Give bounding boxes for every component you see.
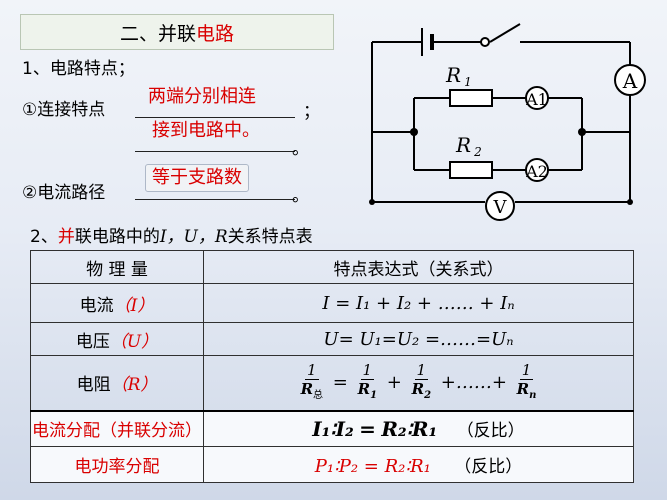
feature2-blank	[135, 198, 295, 200]
voltage-label-cell: 电压（U）	[30, 322, 204, 356]
table-row-voltage: 电压（U） U= U₁=U₂ =……=Uₙ	[30, 322, 634, 356]
power-split-expr-cell: P₁∶P₂ = R₂∶R₁ （反比）	[203, 446, 634, 483]
section2-heading: 2、并联电路中的I，U，R关系特点表	[30, 222, 313, 247]
junction-left	[410, 128, 418, 136]
switch-blade	[489, 23, 521, 43]
header-col2: 特点表达式（关系式）	[203, 250, 634, 284]
feature2-after: 。	[292, 186, 309, 206]
page-title: 二、并联电路	[20, 14, 334, 50]
switch-contact	[480, 37, 490, 47]
resistance-label: 电阻	[76, 375, 111, 396]
voltage-sym: （U）	[109, 331, 159, 352]
res-plus: +	[386, 371, 402, 393]
res-plus-dots: +……+	[440, 371, 507, 393]
label-a1: A1	[525, 90, 548, 109]
feature1-after1: ；	[303, 102, 320, 122]
current-split-expr-cell: I₁∶I₂ = R₂∶R₁ （反比）	[203, 409, 634, 447]
table-row-current-split: 电流分配（并联分流） I₁∶I₂ = R₂∶R₁ （反比）	[30, 409, 634, 447]
title-part2: 电路	[196, 22, 235, 45]
current-label: 电流	[79, 295, 114, 316]
resistance-sym: （R）	[110, 375, 158, 396]
ammeter-a	[614, 64, 646, 96]
current-split-eq: =	[359, 417, 376, 442]
voltage-expr: U= U₁=U₂ =……=Uₙ	[203, 322, 634, 356]
feature2-label: ②电流路径	[22, 183, 106, 203]
current-split-note: （反比）	[456, 421, 525, 442]
junction-right	[578, 128, 586, 136]
section2-suffix: 关系特点表	[227, 227, 313, 247]
table-header-row: 物 理 量 特点表达式（关系式）	[30, 250, 634, 284]
current-label-cell: 电流（I）	[30, 283, 204, 323]
junction-bottom-left	[369, 199, 375, 205]
feature2-answer: 等于支路数	[145, 164, 249, 192]
current-split-right: R₂∶R₁	[381, 417, 438, 442]
ammeter-a1	[525, 86, 549, 110]
section2-vars: I，U，R	[159, 227, 228, 247]
label-a2: A2	[525, 162, 548, 181]
power-split-note: （反比）	[454, 457, 523, 477]
current-sym: （I）	[113, 295, 155, 316]
section2-prefix: 2、	[30, 227, 58, 247]
power-split-label: 电功率分配	[30, 446, 204, 483]
feature1-blank2	[135, 150, 295, 152]
label-v: V	[493, 197, 508, 218]
feature1-answer2: 接到电路中。	[152, 120, 260, 141]
res-eq: =	[332, 371, 348, 393]
feature1-label: ①连接特点	[22, 100, 106, 120]
header-col1: 物 理 量	[30, 250, 204, 284]
title-part1: 二、并联	[119, 22, 196, 45]
feature1-blank1	[135, 116, 295, 118]
resistance-label-cell: 电阻（R）	[30, 355, 204, 411]
current-expr: I = I₁ + I₂ + …… + Iₙ	[203, 283, 634, 323]
resistor-r1	[449, 89, 493, 107]
power-split-expr: P₁∶P₂ = R₂∶R₁	[314, 456, 431, 477]
feature1-after2: 。	[292, 139, 309, 159]
resistor-r2	[449, 161, 493, 179]
relation-table: 物 理 量 特点表达式（关系式） 电流（I） I = I₁ + I₂ + …… …	[30, 250, 634, 483]
table-row-current: 电流（I） I = I₁ + I₂ + …… + Iₙ	[30, 283, 634, 323]
current-split-label: 电流分配（并联分流）	[30, 409, 204, 447]
voltmeter-v	[485, 191, 515, 221]
section2-rest: 联电路中的	[74, 227, 160, 247]
ammeter-a2	[525, 158, 549, 182]
current-split-left: I₁∶I₂	[312, 417, 354, 442]
junction-bottom-right	[627, 199, 633, 205]
section2-red: 并	[57, 227, 75, 247]
voltage-label: 电压	[75, 331, 110, 352]
section1-heading: 1、电路特点；	[22, 59, 135, 79]
table-row-power-split: 电功率分配 P₁∶P₂ = R₂∶R₁ （反比）	[30, 446, 634, 483]
feature1-answer1: 两端分别相连	[148, 86, 256, 107]
label-a: A	[622, 69, 638, 93]
